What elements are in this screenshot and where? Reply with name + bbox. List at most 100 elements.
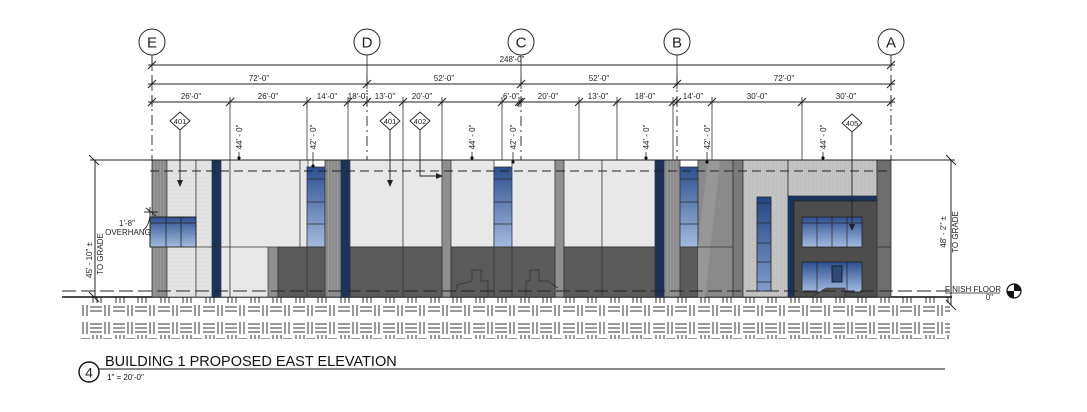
level-datum-icon <box>1006 283 1022 299</box>
svg-text:401: 401 <box>174 117 187 126</box>
grid-bubble-b: B <box>663 28 691 76</box>
entry-door <box>831 265 843 283</box>
svg-text:401: 401 <box>384 117 397 126</box>
lower-panel <box>306 246 326 298</box>
pier <box>441 159 452 298</box>
svg-text:44' - 0": 44' - 0" <box>819 124 828 149</box>
navy-reveal <box>341 160 350 297</box>
grid-label: B <box>672 35 682 52</box>
grid-label: E <box>147 35 157 52</box>
entry-canopy <box>788 196 881 201</box>
svg-text:44' - 0": 44' - 0" <box>642 124 651 149</box>
grid-bubble-e: E <box>138 28 166 56</box>
height-mark: 44' - 0" <box>468 124 477 160</box>
dim-segment: 26'-0" <box>181 92 202 101</box>
grid-label: A <box>886 35 896 52</box>
svg-text:45' - 10" ±: 45' - 10" ± <box>85 241 94 277</box>
pier <box>324 159 342 298</box>
lower-panel <box>267 246 279 298</box>
material-tag: 405 <box>841 113 863 231</box>
grid-bubble-a: A <box>877 28 905 56</box>
height-mark: 42' - 0" <box>509 124 518 164</box>
entry-frame <box>788 201 794 297</box>
dim-bay: 72'-0" <box>249 74 270 83</box>
svg-text:TO GRADE: TO GRADE <box>951 211 960 253</box>
svg-text:OVERHANG: OVERHANG <box>105 228 151 237</box>
lower-panel <box>450 246 556 298</box>
lower-panel <box>679 246 699 298</box>
navy-reveal <box>212 160 221 297</box>
building-facade <box>62 159 955 298</box>
dim-segment: 18'-0" <box>635 92 656 101</box>
pier <box>663 159 681 298</box>
view-title-block: 4 BUILDING 1 PROPOSED EAST ELEVATION 1" … <box>78 354 945 383</box>
left-height-dimension: 45' - 10" ± TO GRADE <box>85 154 105 303</box>
dim-segment: 14'-0" <box>317 92 338 101</box>
dim-segment: 20'-0" <box>412 92 433 101</box>
dim-segment: 13'-0" <box>588 92 609 101</box>
grid-lines: E D C B A <box>138 28 905 160</box>
panel <box>450 159 495 248</box>
height-mark: 42' - 0" <box>309 124 318 168</box>
grid-bubble-c: C <box>507 28 535 76</box>
dim-segment: 18'-0" <box>348 92 369 101</box>
svg-text:1'-8": 1'-8" <box>119 219 135 228</box>
svg-text:FINISH FLOOR: FINISH FLOOR <box>945 285 1001 294</box>
height-mark: 44' - 0" <box>819 124 828 160</box>
overhang-window <box>149 216 197 248</box>
dim-segment: 20'-0" <box>538 92 559 101</box>
panel <box>220 159 231 298</box>
height-mark: 44' - 0" <box>235 124 244 160</box>
grid-label: D <box>362 35 373 52</box>
dim-bay: 72'-0" <box>774 74 795 83</box>
panel <box>349 159 404 248</box>
dim-segment: 30'-0" <box>747 92 768 101</box>
height-mark: 42' - 0" <box>703 124 712 164</box>
panel <box>511 159 556 248</box>
svg-text:42' - 0": 42' - 0" <box>509 124 518 149</box>
right-height-dimension: 48' - 2" ± TO GRADE <box>939 154 960 311</box>
panel <box>601 159 656 248</box>
svg-text:402: 402 <box>414 117 427 126</box>
view-title: BUILDING 1 PROPOSED EAST ELEVATION <box>105 354 397 370</box>
overhang-annotation: 1'-8" OVERHANG <box>105 207 158 237</box>
view-scale: 1" = 20'-0" <box>107 373 144 382</box>
tilt-panel <box>732 159 744 298</box>
glass-strip-tall <box>756 196 772 292</box>
grid-label: C <box>516 35 527 52</box>
svg-text:48' - 2" ±: 48' - 2" ± <box>939 216 948 248</box>
svg-text:0": 0" <box>986 293 993 302</box>
dim-bay: 52'-0" <box>589 74 610 83</box>
lower-panel <box>563 246 656 298</box>
svg-text:44' - 0": 44' - 0" <box>235 124 244 149</box>
dim-bay: 52'-0" <box>434 74 455 83</box>
pier <box>554 159 565 298</box>
dim-segment: 13'-0" <box>375 92 396 101</box>
dock-leveler <box>456 269 559 297</box>
svg-text:44' - 0": 44' - 0" <box>468 124 477 149</box>
material-tag: 401 <box>169 111 191 187</box>
height-mark: 44' - 0" <box>642 124 651 160</box>
lower-panel <box>349 246 443 298</box>
dim-segment: 6'-0" <box>503 92 519 101</box>
panel <box>402 159 443 248</box>
dim-segment: 14'-0" <box>683 92 704 101</box>
dim-segment: 30'-0" <box>836 92 857 101</box>
material-tag: 401 <box>379 111 401 187</box>
svg-text:TO GRADE: TO GRADE <box>96 233 105 275</box>
segment-extension-lines <box>229 102 803 160</box>
svg-text:405: 405 <box>846 119 859 128</box>
dim-overall: 248'-0" <box>500 55 525 64</box>
segment-dimensions: 26'-0"26'-0"14'-0"18'-0"13'-0"20'-0"6'-0… <box>181 92 857 101</box>
svg-text:42' - 0": 42' - 0" <box>309 124 318 149</box>
svg-text:42' - 0": 42' - 0" <box>703 124 712 149</box>
finish-floor-marker: FINISH FLOOR 0" <box>945 283 1022 302</box>
panel <box>563 159 603 248</box>
height-marks: 44' - 0" 42' - 0" 44' - 0" 42' - 0" 44' - 0"… <box>235 124 828 168</box>
entry-canopy-wall <box>787 159 878 197</box>
navy-reveal <box>655 160 664 297</box>
corner-pier-right <box>876 159 892 298</box>
ground-hatch <box>62 296 952 339</box>
material-tag: 402 <box>409 111 443 179</box>
